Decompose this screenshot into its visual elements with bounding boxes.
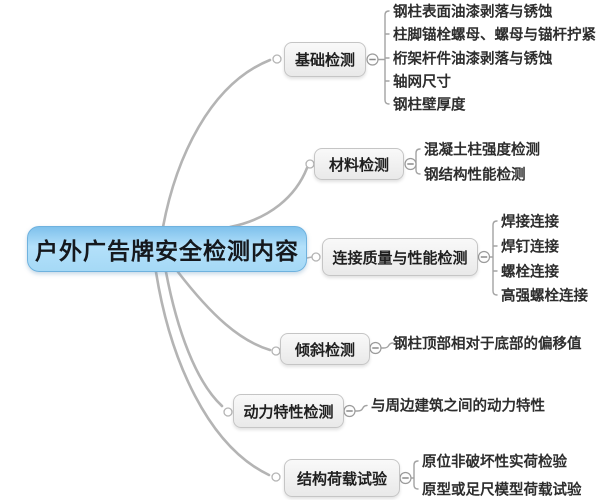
leaf-topic[interactable]: 桁架杆件油漆剥落与锈蚀: [393, 51, 553, 68]
child-bracket-load: [410, 460, 419, 490]
child-hook-tilt: [380, 342, 394, 349]
branch-node-material[interactable]: 材料检测: [314, 148, 404, 180]
branch-node-foundation[interactable]: 基础检测: [284, 42, 366, 77]
leaf-topic[interactable]: 混凝土柱强度检测: [424, 142, 540, 159]
branch-curve-material: [228, 166, 309, 229]
child-bracket-foundation: [377, 10, 390, 105]
leaf-topic[interactable]: 焊钉连接: [501, 239, 559, 256]
link-endcap: [305, 159, 315, 169]
leaf-topic[interactable]: 钢柱表面油漆剥落与锈蚀: [393, 4, 553, 21]
child-hook-dynamic: [354, 404, 368, 412]
branch-curve-foundation: [161, 58, 272, 229]
branch-node-connection[interactable]: 连接质量与性能检测: [322, 238, 478, 276]
collapse-icon[interactable]: [404, 157, 417, 171]
link-endcap: [311, 252, 321, 262]
branch-curve-tilt: [176, 270, 272, 352]
link-endcap: [271, 346, 281, 356]
leaf-topic[interactable]: 柱脚锚栓螺母、螺母与锚杆拧紧: [393, 27, 596, 44]
link-endcap: [223, 407, 233, 417]
collapse-icon[interactable]: [343, 404, 356, 418]
link-endcap: [271, 472, 281, 482]
branch-curve-dynamic: [164, 270, 224, 408]
child-bracket-connection: [488, 220, 498, 296]
branch-node-tilt[interactable]: 倾斜检测: [280, 333, 370, 365]
leaf-topic[interactable]: 高强螺栓连接: [501, 288, 588, 305]
leaf-topic[interactable]: 钢结构性能检测: [424, 167, 526, 184]
branch-node-dynamic[interactable]: 动力特性检测: [233, 394, 344, 428]
link-endcap: [272, 54, 282, 64]
leaf-topic[interactable]: 原型或足尺模型荷载试验: [422, 482, 582, 499]
leaf-topic[interactable]: 焊接连接: [501, 214, 559, 231]
leaf-topic[interactable]: 钢柱壁厚度: [393, 97, 466, 114]
leaf-topic[interactable]: 轴网尺寸: [393, 74, 451, 91]
branch-node-load[interactable]: 结构荷载试验: [284, 459, 400, 497]
collapse-icon[interactable]: [369, 341, 382, 355]
leaf-topic[interactable]: 与周边建筑之间的动力特性: [371, 398, 545, 415]
leaf-topic[interactable]: 钢柱顶部相对于底部的偏移值: [393, 336, 582, 353]
branch-curve-load: [154, 270, 271, 477]
collapse-icon[interactable]: [477, 250, 491, 264]
collapse-icon[interactable]: [399, 471, 412, 485]
branch-curve-connection: [306, 256, 313, 259]
leaf-topic[interactable]: 螺栓连接: [501, 264, 559, 281]
leaf-topic[interactable]: 原位非破坏性实荷检验: [422, 454, 567, 471]
child-bracket-material: [415, 148, 421, 175]
collapse-icon[interactable]: [366, 53, 379, 66]
central-topic[interactable]: 户外广告牌安全检测内容: [27, 226, 307, 272]
